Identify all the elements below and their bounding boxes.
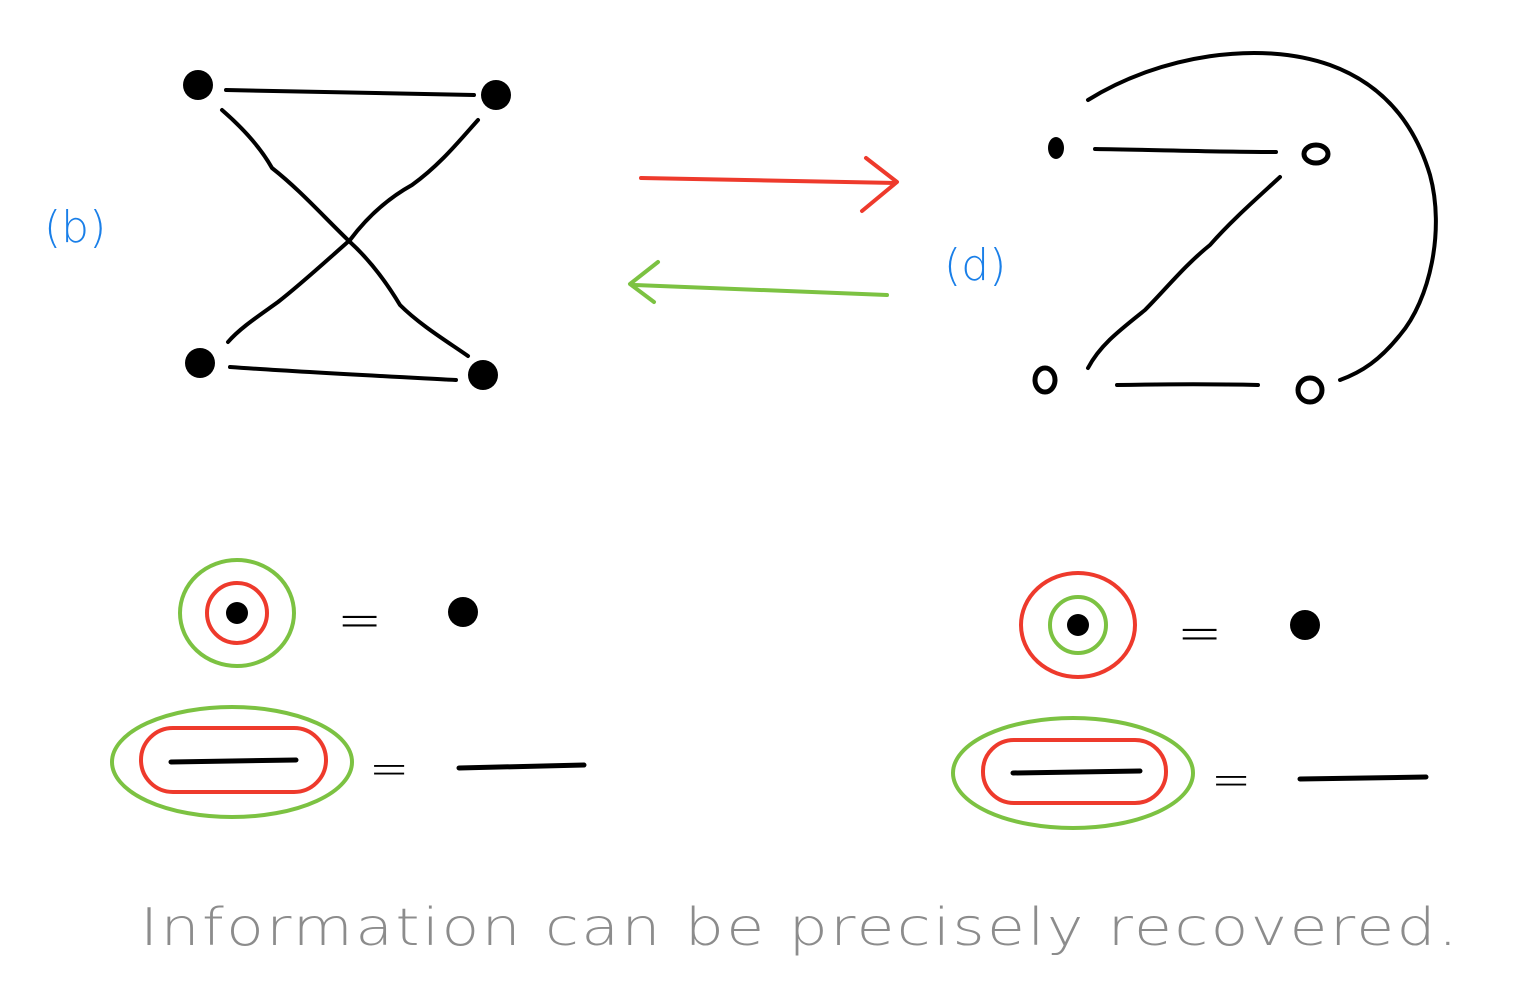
graph-d-node (1032, 365, 1058, 395)
left-edge-result-segment (456, 762, 587, 771)
left-vertex-equals: = (337, 588, 382, 651)
right-vertex-result-dot (1290, 610, 1320, 640)
left-vertex-dot (226, 602, 248, 624)
graph-b-node (481, 80, 511, 110)
left-vertex-result-dot (448, 597, 478, 627)
graph-d-node (1048, 137, 1064, 159)
backward-arrow-shaft (632, 283, 889, 297)
graph-b-edge-cross-1 (220, 108, 470, 358)
graph-b-edge-cross-2 (226, 118, 480, 344)
right-vertex-dot (1067, 614, 1089, 636)
graph-d: (d) (944, 51, 1438, 405)
graph-d-edge-top (1093, 147, 1278, 154)
right-vertex-green-ring (1048, 595, 1108, 655)
graph-d-node (1301, 142, 1331, 166)
transform-arrows (628, 156, 899, 304)
right-vertex-red-ring (1019, 571, 1137, 679)
left-edge-segment (168, 757, 299, 765)
left-vertex-green-ring (178, 558, 296, 668)
right-edge-segment (1010, 768, 1143, 776)
forward-arrow-shaft (639, 176, 897, 185)
backward-arrowhead (628, 260, 660, 304)
graph-b-node (185, 348, 215, 378)
graph-d-node (1295, 375, 1325, 405)
graph-b-node (468, 360, 498, 390)
right-edge-equals: = (1211, 752, 1251, 808)
caption: Information can be precisely recovered. (140, 898, 1460, 958)
graph-b-edge-bottom (228, 365, 458, 382)
graph-d-edge-bottom (1115, 382, 1260, 387)
right-edge-red-ring (981, 738, 1168, 805)
left-identities: = = (110, 558, 587, 819)
graph-d-label: (d) (944, 240, 1006, 291)
forward-arrowhead (860, 156, 899, 213)
right-identities: = = (951, 571, 1429, 830)
graph-b-label: (b) (44, 202, 106, 253)
left-edge-red-ring (139, 726, 328, 794)
graph-b-edge-top (224, 88, 476, 97)
left-vertex-red-ring (205, 581, 269, 645)
left-edge-equals: = (369, 741, 409, 797)
graph-d-edge-arc (1086, 51, 1438, 382)
left-edge-green-ring (110, 705, 354, 819)
graph-d-edge-diagonal (1086, 175, 1282, 370)
graph-b-node (183, 70, 213, 100)
right-vertex-equals: = (1177, 601, 1222, 664)
right-edge-green-ring (951, 716, 1195, 830)
right-edge-result-segment (1297, 774, 1429, 782)
graph-b: (b) (44, 70, 511, 390)
